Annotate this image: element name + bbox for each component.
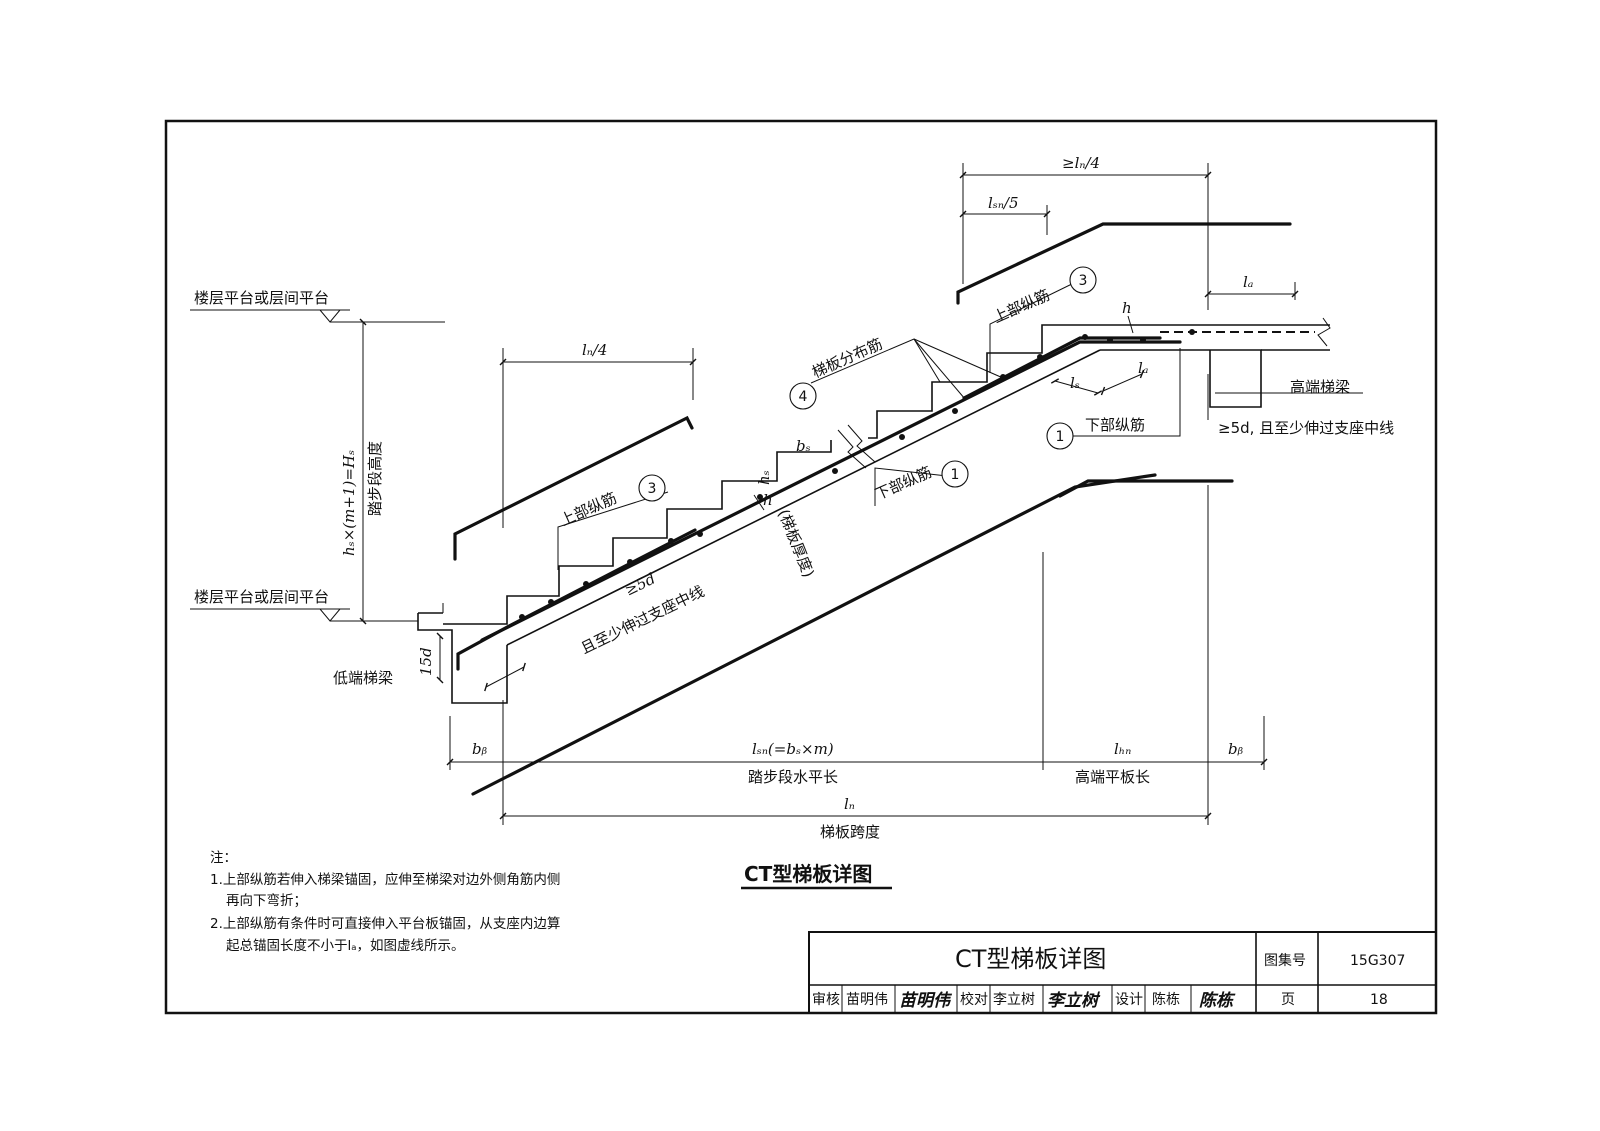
low-beam-label: 低端梯梁 bbox=[333, 669, 393, 687]
page-number: 18 bbox=[1370, 992, 1388, 1008]
ln4-right-label: ≥lₙ/4 bbox=[1062, 154, 1100, 172]
note-2b: 起总锚固长度不小于lₐ，如图虚线所示。 bbox=[226, 938, 465, 954]
designer-name: 陈栋 bbox=[1152, 991, 1180, 1008]
design-label: 设计 bbox=[1115, 992, 1143, 1008]
note-1b: 再向下弯折； bbox=[226, 892, 307, 909]
bottom-bar bbox=[480, 340, 1182, 642]
anchor-5d-low: ≥5d bbox=[622, 570, 658, 600]
lsn-label: lₛₙ(=bₛ×m) bbox=[752, 740, 834, 758]
lsn-desc: 踏步段水平长 bbox=[748, 768, 838, 786]
reinforcement bbox=[453, 222, 1315, 796]
callout-bottom-bar-right: 下部纵筋 1 bbox=[1046, 348, 1181, 450]
bottom-bar-label-right: 下部纵筋 bbox=[1085, 416, 1145, 434]
riser-description: 踏步段高度 bbox=[366, 441, 384, 516]
level-marks: 楼层平台或层间平台 楼层平台或层间平台 hₛ×(m+1)=Hₛ 踏步段高度 bbox=[190, 289, 445, 625]
la-small-label: lₐ bbox=[1138, 359, 1148, 377]
fifteen-d-label: 15d bbox=[417, 647, 435, 676]
bb-left-label: bᵦ bbox=[472, 740, 488, 758]
notes: 注： 1.上部纵筋若伸入梯梁锚固，应伸至梯梁对边外侧角筋内侧 再向下弯折； 2.… bbox=[210, 850, 560, 954]
ln4-left-label: lₙ/4 bbox=[582, 341, 607, 359]
drawing-title: CT型梯板详图 bbox=[744, 862, 872, 886]
platform-label-top: 楼层平台或层间平台 bbox=[194, 289, 329, 307]
reviewer-name: 苗明伟 bbox=[846, 992, 888, 1008]
bs-label: bₛ bbox=[796, 437, 811, 455]
dim-ln4-right: ≥lₙ/4 bbox=[959, 154, 1212, 310]
circle-1-right: 1 bbox=[1056, 429, 1065, 445]
designer-signature: 陈栋 bbox=[1199, 991, 1236, 1011]
slab-thickness-label: (梯板厚度) bbox=[774, 507, 818, 580]
dim-ln4-left: lₙ/4 bbox=[499, 341, 697, 528]
distribution-bar-dots bbox=[519, 329, 1195, 620]
note-2a: 2.上部纵筋有条件时可直接伸入平台板锚固，从支座内边算 bbox=[210, 915, 560, 932]
lower-bar-top bbox=[1058, 479, 1234, 498]
bb-right-label: bᵦ bbox=[1228, 740, 1244, 758]
circle-1-mid: 1 bbox=[951, 467, 960, 483]
distribution-bar-label: 梯板分布筋 bbox=[809, 335, 885, 382]
anchor-high-label: ≥5d, 且至少伸过支座中线 bbox=[1218, 419, 1394, 437]
h-label-mid: h bbox=[763, 491, 773, 509]
top-bar-label-left: 上部纵筋 bbox=[557, 489, 619, 530]
title-block-name: CT型梯板详图 bbox=[955, 945, 1106, 973]
dim-lsn5: lₛₙ/5 bbox=[959, 194, 1051, 235]
lhn-label: lₕₙ bbox=[1114, 740, 1131, 758]
title-block: CT型梯板详图 图集号 15G307 审核 苗明伟 苗明伟 校对 李立树 李立树… bbox=[808, 931, 1437, 1014]
dim-15d: 15d bbox=[417, 632, 444, 684]
sheet-border bbox=[164, 119, 1438, 1015]
top-bar-high bbox=[962, 336, 1162, 400]
stair-outline bbox=[417, 317, 1331, 704]
la-top-label: lₐ bbox=[1243, 273, 1253, 291]
ln-desc: 梯板跨度 bbox=[820, 823, 880, 841]
checker-signature: 李立树 bbox=[1047, 991, 1101, 1011]
review-label: 审核 bbox=[812, 992, 840, 1008]
page-label: 页 bbox=[1281, 992, 1295, 1008]
lhn-desc: 高端平板长 bbox=[1075, 768, 1150, 786]
h-label-top: h bbox=[1122, 299, 1132, 317]
hs-label: hₛ bbox=[755, 470, 773, 485]
checker-name: 李立树 bbox=[993, 992, 1035, 1008]
circle-3-right: 3 bbox=[1079, 273, 1088, 289]
lsn5-label: lₛₙ/5 bbox=[988, 194, 1019, 212]
ln-label: lₙ bbox=[844, 795, 855, 813]
high-beam-label: 高端梯梁 bbox=[1290, 378, 1350, 396]
circle-3-left: 3 bbox=[648, 481, 657, 497]
notes-heading: 注： bbox=[210, 850, 237, 866]
atlas-label: 图集号 bbox=[1264, 952, 1306, 969]
circle-4: 4 bbox=[799, 389, 808, 405]
reviewer-signature: 苗明伟 bbox=[899, 991, 953, 1011]
bottom-dimensions: bᵦ lₛₙ(=bₛ×m) 踏步段水平长 lₕₙ 高端平板长 bᵦ lₙ 梯板跨… bbox=[446, 485, 1268, 841]
top-bar-3-right bbox=[956, 222, 1292, 305]
ls-label: lₛ bbox=[1070, 374, 1080, 392]
callout-bottom-bar-mid: 下部纵筋 1 bbox=[872, 460, 969, 506]
top-bar-label-right: 上部纵筋 bbox=[990, 286, 1052, 327]
anchor-center-low: 且至少伸过支座中线 bbox=[578, 582, 707, 657]
top-bar-3-left bbox=[453, 415, 694, 561]
dim-ls-la: lₛ lₐ h bbox=[1050, 299, 1148, 396]
atlas-number: 15G307 bbox=[1350, 953, 1405, 969]
note-1a: 1.上部纵筋若伸入梯梁锚固，应伸至梯梁对边外侧角筋内侧 bbox=[210, 871, 560, 888]
dim-la-top: lₐ bbox=[1204, 273, 1299, 300]
riser-formula: hₛ×(m+1)=Hₛ bbox=[340, 450, 358, 556]
platform-label-bottom: 楼层平台或层间平台 bbox=[194, 588, 329, 606]
check-label: 校对 bbox=[960, 991, 988, 1008]
